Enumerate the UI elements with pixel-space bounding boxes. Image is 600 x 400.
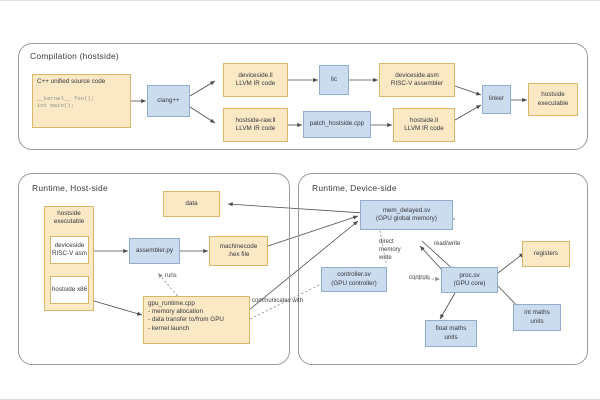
deviceside-ll-line2: LLVM IR code (235, 80, 276, 87)
node-gpu-runtime-cpp[interactable]: gpu_runtime.cpp - memory allocation - da… (143, 296, 250, 344)
exe-container-line1: hostside (57, 210, 81, 217)
panel-compilation (18, 43, 588, 150)
node-linker[interactable]: linker (482, 85, 511, 114)
node-data[interactable]: data (163, 191, 220, 217)
gpu-runtime-line3: - data transfer to/from GPU (148, 316, 224, 324)
node-hostside-executable[interactable]: hostside executable (528, 83, 578, 116)
panel-runtime-host (18, 173, 290, 365)
panel-runtime-host-title: Runtime, Host-side (32, 183, 108, 193)
panel-runtime-device (298, 173, 588, 365)
linker-label: linker (488, 95, 505, 103)
edge-label-read-write: read/write (434, 241, 461, 247)
node-int-maths-units[interactable]: int maths units (513, 304, 561, 331)
cpp-source-title: C++ unified source code (37, 78, 106, 85)
node-hostside-ll[interactable]: hostside.ll LLVM IR code (393, 108, 455, 142)
registers-label: registers (533, 249, 559, 257)
int-units-line1: int maths (524, 309, 550, 317)
mem-delayed-line2: (GPU global memory) (376, 215, 437, 222)
machinecode-line1: machinecode (219, 242, 258, 250)
node-llc[interactable]: llc (319, 65, 349, 95)
node-float-maths-units[interactable]: float maths units (425, 320, 477, 347)
assembler-label: assembler.py (135, 246, 174, 254)
node-deviceside-riscv-asm[interactable]: deviceside RISC-V asm (50, 236, 89, 264)
edge-label-direct-3: write (379, 255, 392, 261)
node-proc-sv[interactable]: proc.sv (GPU core) (441, 267, 498, 293)
node-registers[interactable]: registers (522, 241, 570, 267)
hostside-ll-line2: LLVM IR code (404, 125, 444, 132)
machinecode-line2: .hex file (227, 251, 250, 258)
hostside-ll-line1: hostside.ll (409, 116, 438, 124)
deviceside-asm-host-line1: deviceside (54, 241, 85, 249)
edge-label-communicates-with: communicates with (252, 298, 304, 304)
deviceside-ll-line1: deviceside.ll (238, 71, 273, 79)
hostside-x86-label: hostside x86 (51, 285, 88, 293)
panel-runtime-device-title: Runtime, Device-side (312, 183, 397, 193)
controller-line2: (GPU controller) (331, 279, 377, 287)
edge-label-controls: controls (409, 275, 431, 281)
cpp-source-code-2: int main(); (37, 102, 74, 110)
exe-container-line2: executable (53, 218, 85, 226)
node-controller-sv[interactable]: controller.sv (GPU controller) (321, 267, 387, 292)
mem-delayed-line1: mem_delayed.sv (382, 206, 431, 214)
float-units-line1: float maths (435, 325, 467, 333)
node-clang[interactable]: clang++ (147, 85, 190, 117)
int-units-line2: units (530, 317, 544, 325)
proc-line1: proc.sv (459, 271, 480, 279)
node-assembler-py[interactable]: assembler.py (129, 238, 180, 264)
llc-label: llc (331, 75, 337, 83)
node-deviceside-asm[interactable]: deviceside.asm RISC-V assembler (379, 63, 455, 97)
data-label: data (185, 199, 198, 207)
hostside-exe-line1: hostside (541, 91, 565, 99)
hostside-raw-ll-line2: LLVM IR code (235, 125, 276, 132)
node-mem-delayed[interactable]: mem_delayed.sv (GPU global memory) (360, 200, 453, 230)
patch-hostside-label: patch_hostside.cpp (309, 120, 365, 128)
node-patch-hostside[interactable]: patch_hostside.cpp (303, 111, 371, 138)
deviceside-asm-host-line2: RISC-V asm (52, 250, 87, 257)
edge-label-runs: runs (165, 273, 177, 279)
cpp-source-code-1: __kernel__ foo(); (37, 95, 95, 103)
node-deviceside-ll[interactable]: deviceside.ll LLVM IR code (223, 63, 288, 97)
deviceside-asm-line2: RISC-V assembler (390, 80, 444, 87)
gpu-runtime-line4: - kernel launch (148, 324, 190, 332)
controller-line1: controller.sv (337, 271, 371, 279)
node-cpp-source[interactable]: C++ unified source code __kernel__ foo()… (32, 74, 131, 128)
deviceside-asm-line1: deviceside.asm (395, 71, 439, 79)
edge-label-direct-2: memory (379, 247, 401, 253)
float-units-line2: units (444, 333, 458, 341)
proc-line2: (GPU core) (453, 280, 486, 287)
gpu-runtime-line2: - memory allocation (148, 308, 203, 316)
node-hostside-raw-ll[interactable]: hostside-raw.ll LLVM IR code (223, 108, 288, 142)
hostside-raw-ll-line1: hostside-raw.ll (235, 116, 276, 124)
node-hostside-x86[interactable]: hostside x86 (50, 276, 89, 304)
edge-label-direct-1: direct (379, 239, 394, 245)
panel-compilation-title: Compilation (hostside) (30, 51, 119, 61)
gpu-runtime-line1: gpu_runtime.cpp (148, 300, 195, 307)
node-machinecode-hex[interactable]: machinecode .hex file (209, 236, 268, 266)
clang-label: clang++ (157, 96, 180, 104)
hostside-exe-line2: executable (537, 99, 569, 107)
